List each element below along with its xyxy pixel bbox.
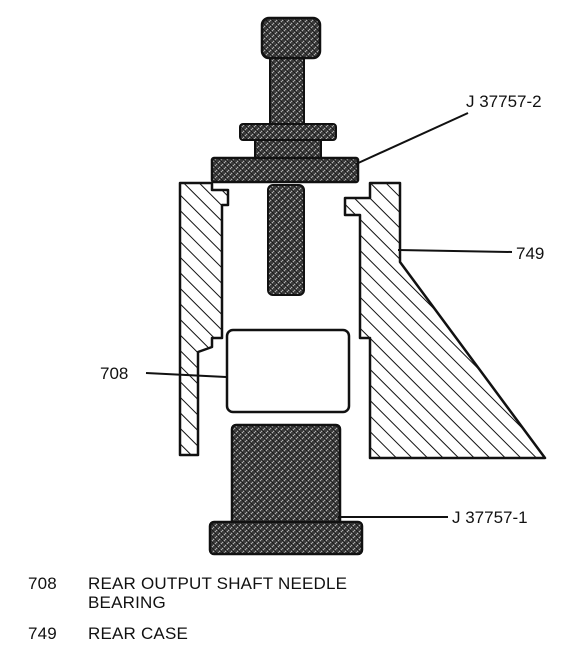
legend-number: 708 — [28, 574, 57, 593]
leader-line-749 — [397, 249, 513, 253]
legend-row-749: 749 REAR CASE — [28, 624, 568, 643]
label-749: 749 — [516, 244, 544, 263]
tool-j37757-1 — [208, 423, 364, 556]
legend-row-708: 708 REAR OUTPUT SHAFT NEEDLE BEARING — [28, 574, 568, 612]
rear-case-left-wall — [178, 181, 230, 457]
rear-case-right-wall — [343, 181, 547, 460]
bolt — [260, 16, 322, 296]
legend: 708 REAR OUTPUT SHAFT NEEDLE BEARING 749… — [28, 574, 568, 643]
legend-number: 749 — [28, 624, 57, 643]
tool-j37757-2 — [210, 123, 360, 184]
bolt-head — [260, 16, 322, 60]
leader-line-708 — [145, 372, 227, 378]
legend-text: REAR CASE — [88, 624, 189, 643]
leader-line-j37757-2 — [355, 112, 469, 165]
label-j37757-1: J 37757-1 — [452, 508, 528, 527]
needle-bearing-708 — [225, 328, 351, 414]
bearing-installation-diagram: J 37757-2 749 708 J 37757-1 — [100, 16, 547, 556]
label-708: 708 — [100, 364, 128, 383]
label-j37757-2: J 37757-2 — [466, 92, 542, 111]
legend-text: REAR OUTPUT SHAFT NEEDLE BEARING — [88, 574, 348, 612]
